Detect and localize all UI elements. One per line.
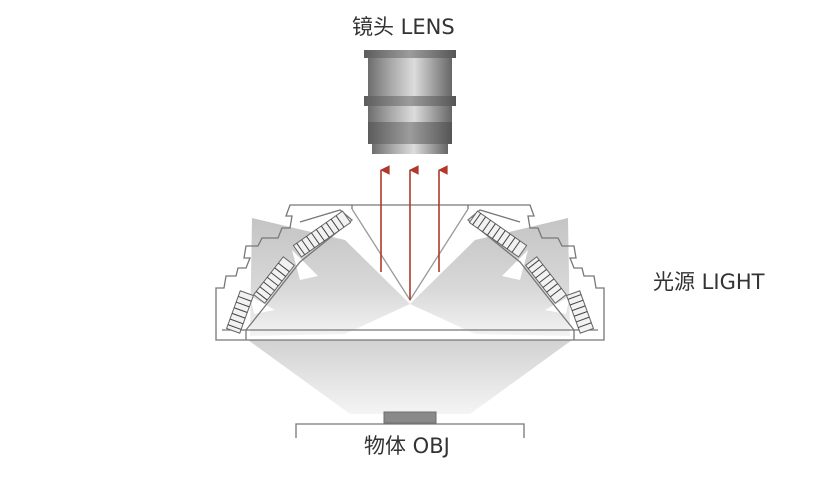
- left-beam: [250, 218, 410, 336]
- housing-outline: [215, 204, 605, 341]
- beam-highlight-right: [502, 250, 528, 280]
- object-stage: [295, 411, 525, 438]
- led-strip-right-mid: [525, 256, 567, 304]
- led-strip-right-top: [468, 210, 528, 258]
- right-beam: [410, 218, 570, 336]
- object-label: 物体 OBJ: [364, 434, 450, 458]
- lens-ring-1: [364, 96, 456, 106]
- led-strip-left-mid: [253, 256, 295, 304]
- illumination-cone: [248, 340, 572, 414]
- led-strip-left-low: [225, 290, 255, 334]
- led-strip-left-top: [292, 210, 352, 258]
- beam-highlight-left-low: [250, 296, 275, 314]
- light-source-label: 光源 LIGHT: [653, 270, 765, 294]
- lens-top-cap: [364, 50, 456, 58]
- object-block: [383, 411, 437, 424]
- lens-icon: [364, 50, 456, 154]
- beam-highlight-right-low: [545, 296, 570, 314]
- led-strips: [225, 210, 595, 334]
- led-strip-right-low: [565, 290, 595, 334]
- lens-ring-2: [368, 122, 452, 144]
- lens-mount: [372, 144, 448, 154]
- left-panel: [245, 209, 354, 331]
- right-panel: [466, 209, 575, 331]
- lens-barrel: [368, 58, 452, 96]
- beam-highlight-left: [292, 250, 318, 280]
- reflected-light-beams: [248, 218, 572, 414]
- stage-bracket: [295, 423, 525, 438]
- light-path-arrows: [380, 165, 448, 300]
- lens-mid: [368, 106, 452, 122]
- lens-label: 镜头 LENS: [352, 15, 455, 39]
